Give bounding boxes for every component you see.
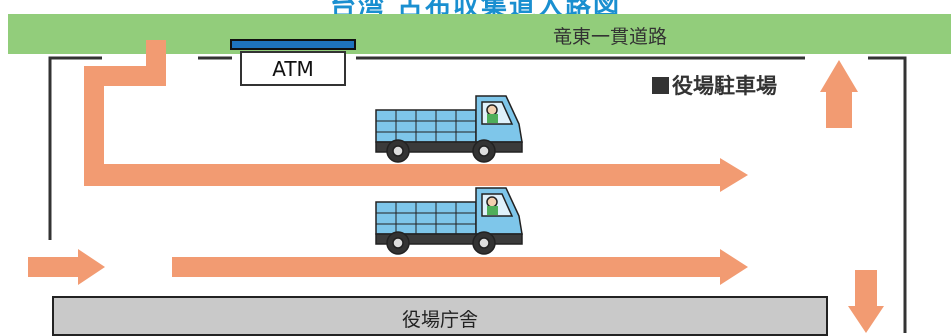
route-arrow-lower <box>172 249 748 285</box>
building-label: 役場庁舎 <box>401 309 478 331</box>
parking-lot-label-text: 役場駐車場 <box>672 74 777 98</box>
lot-border-right <box>868 56 907 333</box>
entry-arrow-left <box>28 249 105 285</box>
truck-icon <box>375 187 523 255</box>
town-hall-building: 役場庁舎 <box>52 296 828 336</box>
exit-arrow-down <box>848 270 884 333</box>
atm-roof <box>230 39 356 50</box>
lot-border-left <box>48 56 102 240</box>
parking-lot-label: 役場駐車場 <box>652 70 777 100</box>
exit-arrow-up <box>820 60 858 128</box>
square-marker-icon <box>652 77 669 94</box>
road-label: 竜東一貫道路 <box>553 26 668 48</box>
truck-icon <box>375 95 523 163</box>
route-arrow-upper <box>84 40 748 192</box>
atm-label: ATM <box>240 51 346 86</box>
